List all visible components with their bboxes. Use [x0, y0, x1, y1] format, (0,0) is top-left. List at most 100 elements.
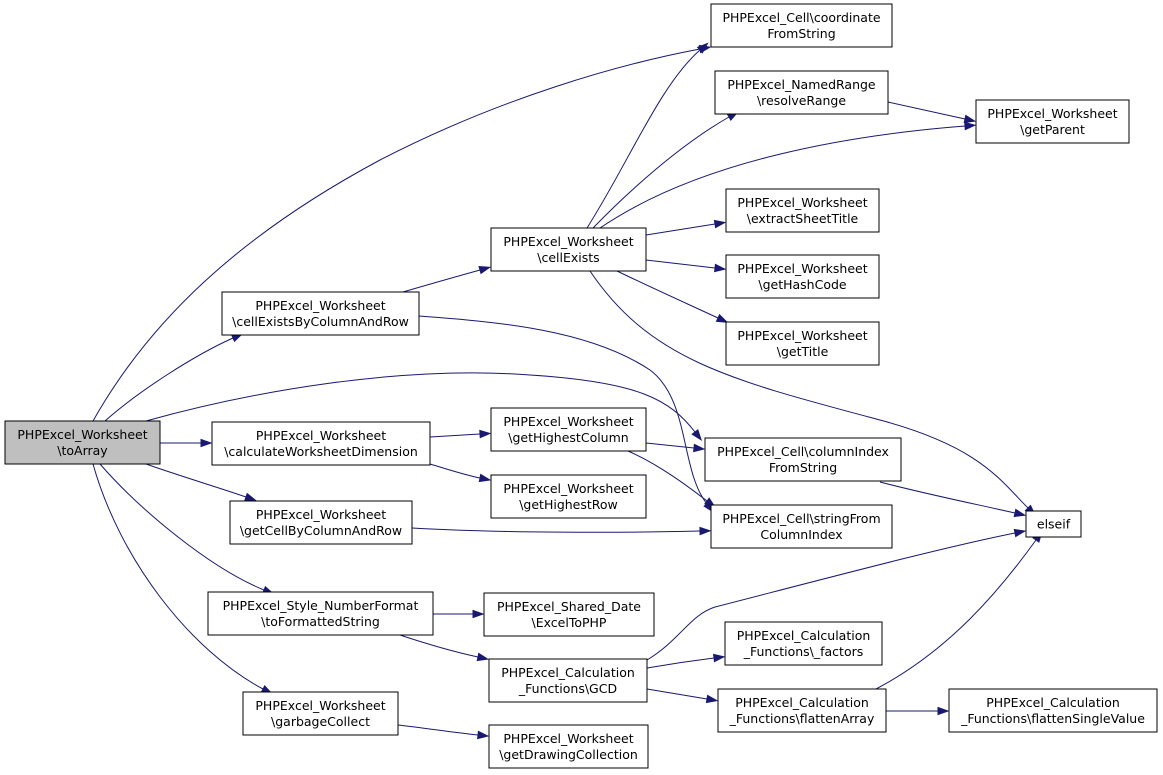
edge-line [875, 539, 1037, 690]
arrowhead-icon [696, 42, 709, 54]
edge-GCD-to-elseif [646, 528, 1027, 661]
edge-line [145, 372, 696, 433]
node-label-line: PHPExcel_Worksheet [503, 234, 633, 249]
edge-line [418, 315, 708, 505]
node-getHighestRow[interactable]: PHPExcel_Worksheet\getHighestRow [490, 474, 647, 519]
edge-line [429, 433, 481, 438]
node-label-line: \extractSheetTitle [747, 211, 859, 226]
node-box [211, 421, 431, 466]
edge-resolveRange-to-getParent [887, 101, 977, 124]
arrowhead-icon [1013, 528, 1027, 538]
node-label-line: PHPExcel_Shared_Date [497, 599, 641, 614]
node-resolveRange[interactable]: PHPExcel_NamedRange\resolveRange [714, 70, 889, 115]
edge-line [589, 270, 1029, 509]
node-box [207, 591, 434, 636]
arrowhead-icon [1013, 508, 1027, 518]
node-ExcelToPHP[interactable]: PHPExcel_Shared_Date\ExcelToPHP [483, 592, 655, 637]
node-label-line: PHPExcel_Calculation [737, 628, 871, 643]
edge-garbageCollect-to-getDrawingCollection [397, 724, 490, 740]
node-getParent[interactable]: PHPExcel_Worksheet\getParent [975, 99, 1130, 144]
edge-line [616, 270, 719, 319]
edge-toArray-to-getCellByColumnAndRow [145, 463, 257, 501]
node-label-line: FromString [769, 460, 837, 475]
node-label-line: \getDrawingCollection [499, 747, 638, 762]
edge-toFormattedString-to-ExcelToPHP [433, 609, 485, 619]
node-label-line: PHPExcel_Calculation [501, 665, 635, 680]
node-getHighestColumn[interactable]: PHPExcel_Worksheet\getHighestColumn [490, 407, 647, 452]
node-garbageCollect[interactable]: PHPExcel_Worksheet\garbageCollect [242, 691, 399, 736]
node-label-line: PHPExcel_Worksheet [503, 481, 633, 496]
edge-line [397, 724, 479, 736]
node-getTitle[interactable]: PHPExcel_Worksheet\getTitle [725, 321, 880, 366]
node-label-line: \getHighestColumn [508, 430, 628, 445]
node-label-line: PHPExcel_Worksheet [17, 427, 147, 442]
edge-line [429, 463, 481, 479]
edge-toArray-to-columnIndexFromString [145, 372, 703, 442]
node-cellExists[interactable]: PHPExcel_Worksheet\cellExists [490, 227, 647, 272]
node-getCellByColumnAndRow[interactable]: PHPExcel_Worksheet\getCellByColumnAndRow [229, 500, 413, 545]
node-label-line: PHPExcel_Worksheet [256, 428, 386, 443]
node-label-line: PHPExcel_Cell\columnIndex [717, 444, 889, 459]
node-box [717, 688, 887, 733]
node-flattenArray[interactable]: PHPExcel_Calculation_Functions\flattenAr… [717, 688, 887, 733]
edge-cellExists-to-getHashCode [645, 259, 727, 273]
arrowhead-icon [478, 473, 492, 483]
edge-cellExists-to-extractSheetTitle [645, 219, 727, 236]
edge-cellExists-to-coordinateFromString [586, 42, 709, 229]
node-label-line: \getHighestRow [519, 497, 618, 512]
node-label-line: PHPExcel_Worksheet [503, 731, 633, 746]
node-flattenSingleValue[interactable]: PHPExcel_Calculation_Functions\flattenSi… [948, 688, 1158, 733]
node-getHashCode[interactable]: PHPExcel_Worksheet\getHashCode [725, 254, 880, 299]
edge-toArray-to-calculateWorksheetDimension [160, 438, 213, 448]
arrowhead-icon [937, 706, 950, 716]
node-toArray[interactable]: PHPExcel_Worksheet\toArray [4, 420, 161, 465]
arrowhead-icon [472, 609, 485, 619]
edge-calculateWorksheetDimension-to-getHighestColumn [429, 429, 492, 439]
node-extractSheetTitle[interactable]: PHPExcel_Worksheet\extractSheetTitle [725, 188, 880, 233]
node-box [948, 688, 1158, 733]
node-box [490, 474, 647, 519]
edge-cellExists-to-getParent [599, 121, 977, 229]
node-box [490, 407, 647, 452]
edge-line [645, 442, 695, 449]
node-getDrawingCollection[interactable]: PHPExcel_Worksheet\getDrawingCollection [488, 724, 649, 769]
node-label-line: PHPExcel_Calculation [986, 695, 1120, 710]
node-toFormattedString[interactable]: PHPExcel_Style_NumberFormat\toFormattedS… [207, 591, 434, 636]
node-box [490, 227, 647, 272]
node-elseif[interactable]: elseif [1025, 510, 1082, 538]
node-label-line: _Functions\flattenArray [729, 711, 875, 726]
node-box [1025, 510, 1082, 538]
node-label-line: \garbageCollect [271, 714, 370, 729]
node-label-line: ColumnIndex [760, 527, 842, 542]
arrowhead-icon [244, 492, 257, 501]
node-label-line: \getParent [1020, 122, 1085, 137]
edge-line [646, 688, 708, 700]
node-box [221, 291, 420, 336]
arrowhead-icon [200, 438, 213, 448]
node-GCD[interactable]: PHPExcel_Calculation_Functions\GCD [488, 658, 648, 703]
node-label-line: \calculateWorksheetDimension [224, 444, 418, 459]
node-label-line: PHPExcel_Worksheet [255, 698, 385, 713]
arrowhead-icon [713, 219, 727, 229]
edge-line [645, 259, 716, 269]
edge-cellExists-to-resolveRange [592, 111, 739, 229]
node-label-line: _Functions\_factors [743, 644, 864, 659]
edge-cellExistsByColumnAndRow-to-cellExists [402, 265, 492, 293]
node-factors[interactable]: PHPExcel_Calculation_Functions\_factors [724, 621, 883, 666]
node-label-line: \getHashCode [758, 277, 847, 292]
node-cellExistsByColumnAndRow[interactable]: PHPExcel_Worksheet\cellExistsByColumnAnd… [221, 291, 420, 336]
edge-line [879, 481, 1016, 514]
arrowhead-icon [478, 265, 492, 275]
node-label-line: PHPExcel_Calculation [735, 695, 869, 710]
arrowhead-icon [712, 653, 726, 663]
node-box [710, 3, 893, 48]
function-nodes: PHPExcel_Worksheet\toArrayPHPExcel_Works… [4, 3, 1158, 769]
node-label-line: PHPExcel_Style_NumberFormat [223, 598, 419, 613]
node-label-line: \ExcelToPHP [532, 615, 607, 630]
node-label-line: \resolveRange [757, 93, 846, 108]
node-calculateWorksheetDimension[interactable]: PHPExcel_Worksheet\calculateWorksheetDim… [211, 421, 431, 466]
node-label-line: PHPExcel_Worksheet [737, 261, 867, 276]
